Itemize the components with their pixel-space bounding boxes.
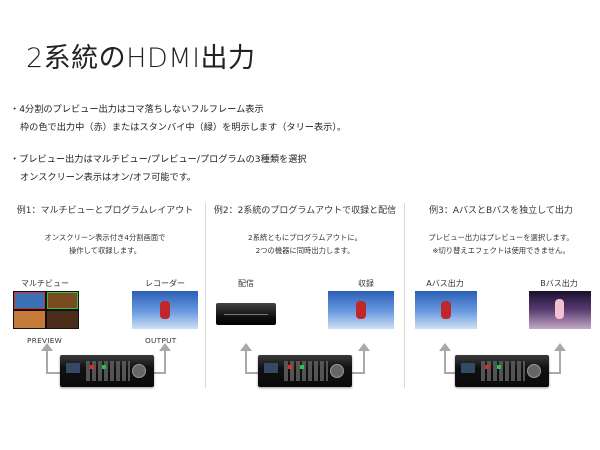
preview-pane (47, 311, 78, 328)
streaming-device (216, 303, 276, 325)
description-line: プレビュー出力はプレビューを選択します。 (428, 233, 574, 242)
preview-pane (14, 311, 45, 328)
panel-divider (205, 203, 206, 388)
bullet-line: オンスクリーン表示はオン/オフ可能です。 (20, 172, 197, 183)
page-title: 2系統のHDMI出力 (26, 43, 256, 74)
b-bus-label: Bバス出力 (540, 279, 578, 288)
switcher-device (60, 355, 154, 387)
skater-figure (555, 299, 564, 319)
switcher-device (455, 355, 549, 387)
panel-description: プレビュー出力はプレビューを選択します。 ※切り替えエフェクトは使用できません。 (405, 232, 597, 257)
b-bus-image (529, 291, 591, 329)
a-bus-image (415, 291, 477, 329)
multiview-image (13, 291, 79, 329)
bullet-line: 4分割のプレビュー出力はコマ落ちしないフルフレーム表示 (10, 101, 346, 119)
skater-figure (356, 301, 366, 319)
program-image (132, 291, 198, 329)
a-bus-label: Aバス出力 (426, 279, 464, 288)
streaming-label: 配信 (238, 279, 254, 288)
recording-label: 収録 (358, 279, 374, 288)
bullet-line: プレビュー出力はマルチビュー/プレビュー/プログラムの3種類を選択 (10, 151, 346, 169)
skater-figure (160, 301, 170, 319)
panel-description: 2系統ともにプログラムアウトに。 2つの機器に同時出力します。 (206, 232, 404, 257)
multiview-label: マルチビュー (21, 279, 69, 288)
output-label: OUTPUT (145, 336, 177, 345)
preview-pane-standby (47, 292, 78, 309)
example-panel-3: 例3：AバスとBバスを独立して出力 プレビュー出力はプレビューを選択します。 ※… (405, 203, 597, 448)
feature-bullets: 4分割のプレビュー出力はコマ落ちしないフルフレーム表示 枠の色で出力中（赤）また… (10, 101, 346, 201)
panel-title: 例1：マルチビューとプログラムレイアウト (16, 206, 194, 216)
preview-out-label: PREVIEW (27, 336, 63, 345)
bullet-line: 枠の色で出力中（赤）またはスタンバイ中（緑）を明示します（タリー表示）。 (20, 122, 347, 133)
bullet-item: プレビュー出力はマルチビュー/プレビュー/プログラムの3種類を選択 オンスクリー… (10, 151, 346, 187)
panel-title: 例3：AバスとBバスを独立して出力 (429, 206, 573, 216)
preview-pane-program (14, 292, 45, 309)
description-line: 操作して収録します。 (68, 245, 142, 255)
recorder-label: レコーダー (145, 279, 185, 288)
program-image (328, 291, 394, 329)
panel-description: オンスクリーン表示付き4分割画面で 操作して収録します。 (5, 232, 205, 257)
connection-arrows (240, 343, 370, 374)
connection-arrows (439, 343, 566, 374)
description-line: 2系統ともにプログラムアウトに。 (248, 233, 362, 242)
description-line: ※切り替えエフェクトは使用できません。 (432, 245, 570, 255)
description-line: オンスクリーン表示付き4分割画面で (44, 233, 166, 242)
skater-figure (441, 301, 451, 319)
example-panel-1: 例1：マルチビューとプログラムレイアウト オンスクリーン表示付き4分割画面で 操… (5, 203, 205, 448)
bullet-item: 4分割のプレビュー出力はコマ落ちしないフルフレーム表示 枠の色で出力中（赤）また… (10, 101, 346, 137)
connection-arrows (41, 343, 171, 374)
example-panel-2: 例2：2系統のプログラムアウトで収録と配信 2系統ともにプログラムアウトに。 2… (206, 203, 404, 448)
switcher-device (258, 355, 352, 387)
panel-title: 例2：2系統のプログラムアウトで収録と配信 (213, 206, 397, 216)
panel-divider (404, 203, 405, 388)
description-line: 2つの機器に同時出力します。 (255, 245, 355, 255)
